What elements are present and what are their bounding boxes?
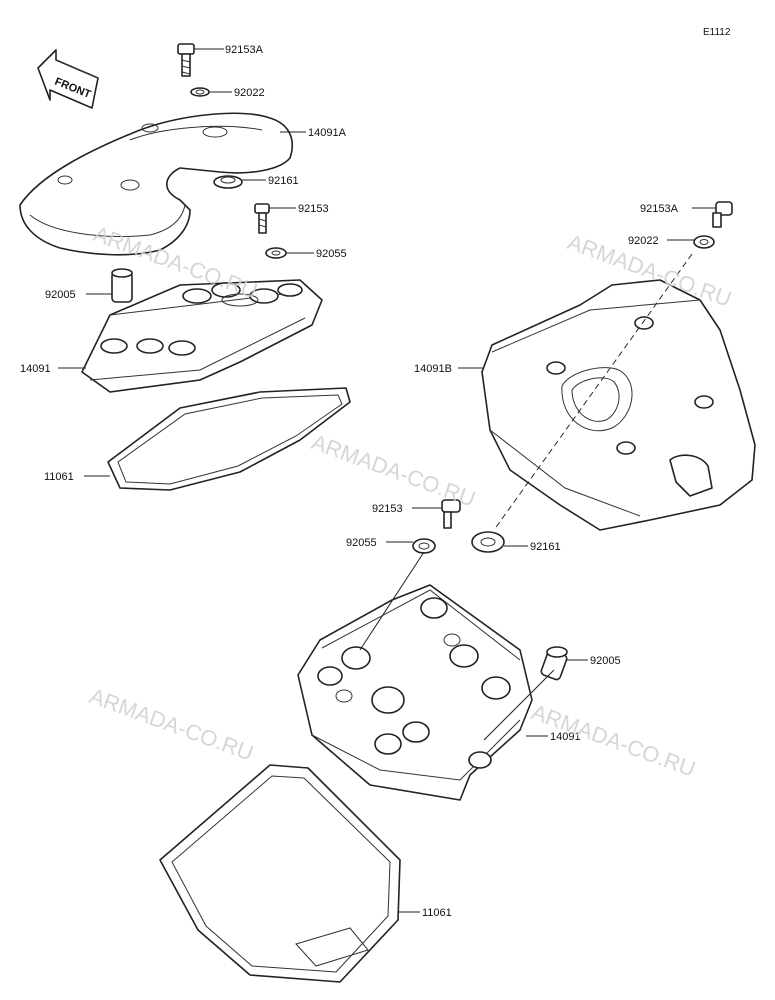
head-cover-14091-bottom[interactable] [297,584,533,801]
washer-92055-top[interactable] [265,247,287,259]
label-92161-mid: 92161 [530,541,561,553]
grommet-92161-mid[interactable] [471,531,505,553]
bolt-92153-mid[interactable] [441,499,461,529]
dowel-92005-top[interactable] [111,268,133,303]
label-92055-mid: 92055 [346,537,377,549]
head-cover-14091-top[interactable] [81,279,323,393]
label-14091-bottom: 14091 [550,731,581,743]
bolt-92153a-right[interactable] [712,201,733,228]
label-14091b: 14091B [414,363,452,375]
leader-lines [58,48,716,913]
label-92005-top: 92005 [45,289,76,301]
label-92022-right: 92022 [628,235,659,247]
gasket-11061-top[interactable] [107,387,351,491]
grommet-92161-top[interactable] [213,175,243,189]
label-92022-top: 92022 [234,87,265,99]
label-92005-bottom: 92005 [590,655,621,667]
cover-14091b[interactable] [481,279,756,531]
washer-92055-mid[interactable] [412,538,436,554]
watermark: ARMADA-CO.RU [86,683,257,765]
dowel-92005-bottom[interactable] [540,646,568,681]
label-11061-bottom: 11061 [422,907,452,919]
washer-92022-top[interactable] [190,87,210,97]
front-arrow-icon: FRONT [37,49,99,109]
assembly-centerline [493,253,693,531]
gasket-11061-bottom[interactable] [159,764,401,983]
label-92055-top: 92055 [316,248,347,260]
diagram-code: E1112 [703,27,731,38]
label-11061-top: 11061 [44,471,74,483]
cover-14091a[interactable] [19,112,294,256]
label-92153-mid: 92153 [372,503,403,515]
washer-92022-right[interactable] [693,235,715,249]
bolt-92153a-top[interactable] [177,43,195,77]
label-92161-top: 92161 [268,175,299,187]
label-14091-top: 14091 [20,363,51,375]
watermark: ARMADA-CO.RU [308,429,479,511]
label-92153-top: 92153 [298,203,329,215]
label-92153a-right: 92153A [640,203,679,215]
bolt-92153-top[interactable] [254,203,270,234]
label-14091a: 14091A [308,127,347,139]
label-92153a-top: 92153A [225,44,264,56]
